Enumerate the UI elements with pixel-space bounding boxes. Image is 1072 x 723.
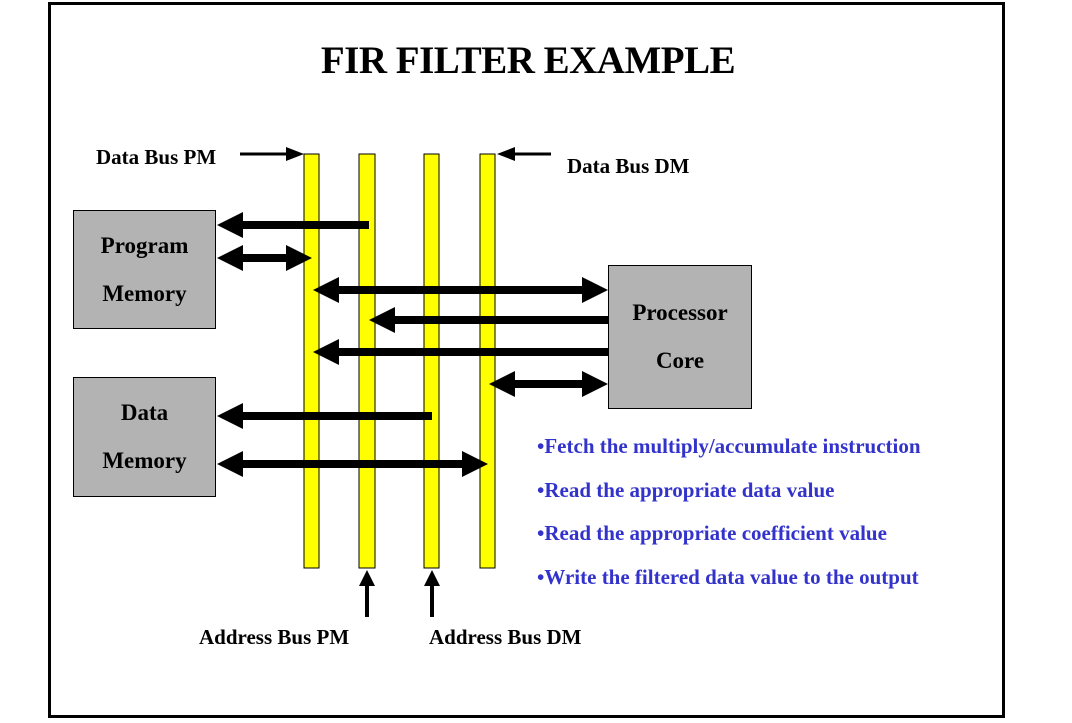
bus-data-pm: [303, 153, 320, 569]
processor-core-block: Processor Core: [608, 265, 752, 409]
arrow-address-dm-to-data-memory-shaft: [242, 412, 432, 420]
label-data-bus-pm: Data Bus PM: [96, 145, 217, 169]
arrow-core-to-data-bus-pm: [313, 339, 608, 365]
arrow-core-data-bus-dm-shaft: [514, 380, 583, 388]
bus-data-dm: [479, 153, 496, 569]
address-bus-pm-pointer-arrow-head: [359, 570, 375, 586]
bus-address-pm: [358, 153, 376, 569]
arrow-program-memory-data-bus-pm: [217, 245, 312, 271]
arrow-core-to-address-pm-head: [369, 307, 395, 333]
bus-address-dm: [423, 153, 440, 569]
arrow-core-data-bus-pm: [313, 277, 608, 303]
arrow-program-memory-data-bus-pm-head: [217, 245, 243, 271]
data-bus-pm-pointer-arrow-shaft: [240, 152, 287, 156]
step-item: •Fetch the multiply/accumulate instructi…: [537, 434, 921, 458]
arrow-core-to-data-bus-pm-shaft: [338, 348, 608, 356]
processor-core-label-line2: Core: [655, 348, 705, 373]
data-bus-dm-pointer-arrow-head: [497, 147, 515, 161]
arrow-core-to-address-pm: [369, 307, 608, 333]
arrow-core-data-bus-dm-head: [489, 371, 515, 397]
arrow-core-data-bus-pm-head: [313, 277, 339, 303]
arrow-core-to-data-bus-pm-head: [313, 339, 339, 365]
data-memory-label-line2: Memory: [102, 448, 187, 473]
arrow-core-data-bus-pm-shaft: [338, 286, 583, 294]
arrow-core-data-bus-pm-head: [582, 277, 608, 303]
program-memory-label-line2: Memory: [102, 280, 187, 306]
program-memory-label-line1: Program: [100, 232, 189, 258]
data-memory-block: Data Memory: [73, 377, 216, 497]
data-memory-label-line1: Data: [120, 400, 169, 425]
address-bus-dm-pointer-arrow: [424, 570, 440, 617]
data-bus-dm-pointer-arrow: [497, 147, 551, 161]
arrow-core-to-address-pm-shaft: [394, 316, 608, 324]
arrow-address-pm-to-program-memory: [217, 212, 369, 238]
arrow-data-memory-data-bus-dm: [217, 451, 488, 477]
arrow-program-memory-data-bus-pm-head: [286, 245, 312, 271]
step-item: •Write the filtered data value to the ou…: [537, 564, 919, 589]
processor-core-label-line1: Processor: [632, 300, 728, 325]
arrow-address-pm-to-program-memory-shaft: [242, 221, 369, 229]
step-item: •Read the appropriate data value: [537, 477, 835, 502]
arrow-data-memory-data-bus-dm-head: [217, 451, 243, 477]
arrow-data-memory-data-bus-dm-shaft: [242, 460, 463, 468]
arrow-program-memory-data-bus-pm-shaft: [242, 254, 287, 262]
address-bus-dm-pointer-arrow-shaft: [430, 584, 434, 617]
label-address-bus-dm: Address Bus DM: [429, 625, 582, 649]
address-bus-dm-pointer-arrow-head: [424, 570, 440, 586]
data-bus-pm-pointer-arrow-head: [286, 147, 304, 161]
slide-title: FIR FILTER EXAMPLE: [320, 39, 736, 82]
arrow-address-pm-to-program-memory-head: [217, 212, 243, 238]
data-bus-dm-pointer-arrow-shaft: [514, 152, 551, 156]
arrow-data-memory-data-bus-dm-head: [462, 451, 488, 477]
arrow-core-data-bus-dm: [489, 371, 608, 397]
arrow-core-data-bus-dm-head: [582, 371, 608, 397]
arrow-address-dm-to-data-memory: [217, 403, 432, 429]
slide-frame: [48, 2, 1005, 718]
data-bus-pm-pointer-arrow: [240, 147, 304, 161]
program-memory-block: Program Memory: [73, 210, 216, 329]
label-data-bus-dm: Data Bus DM: [567, 154, 690, 178]
address-bus-pm-pointer-arrow: [359, 570, 375, 617]
address-bus-pm-pointer-arrow-shaft: [365, 584, 369, 617]
label-address-bus-pm: Address Bus PM: [199, 625, 350, 649]
arrow-address-dm-to-data-memory-head: [217, 403, 243, 429]
steps-list: •Fetch the multiply/accumulate instructi…: [537, 432, 921, 606]
step-item: •Read the appropriate coefficient value: [537, 521, 887, 545]
